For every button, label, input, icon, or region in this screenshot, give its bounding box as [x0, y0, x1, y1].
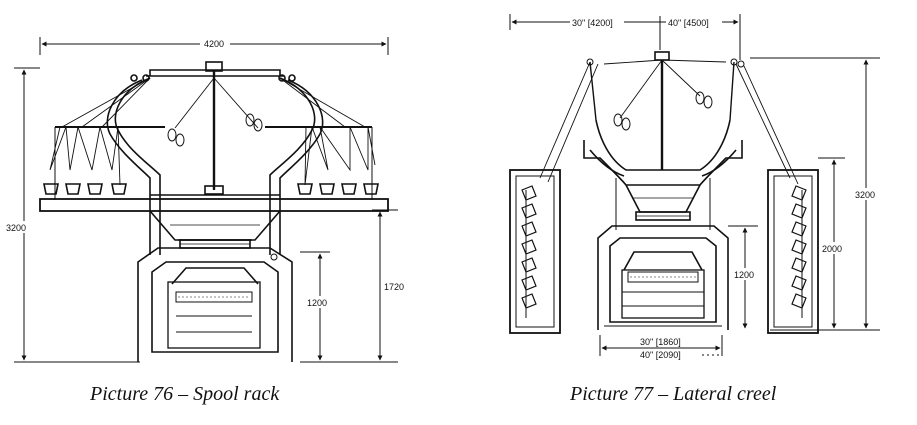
dim-3200-left-label: 3200 — [6, 223, 26, 233]
side-creel-right — [767, 169, 819, 334]
spool-rack-figure: 4200 3200 1720 1200 — [6, 37, 408, 363]
lateral-creel-figure: 30" [4200] 40" [4500] 3200 2000 1200 — [509, 14, 880, 360]
dim-1200-right-label: 1200 — [734, 270, 754, 280]
creel-platform — [39, 185, 389, 212]
dim-1200-left: 1200 — [300, 251, 332, 361]
dim-30in-1860-label: 30" [1860] — [640, 337, 681, 347]
guide-posts — [539, 58, 799, 185]
spools-right — [297, 183, 379, 195]
caption-lateral-creel: Picture 77 – Lateral creel — [570, 383, 777, 405]
dim-3200-right: 3200 — [750, 57, 880, 331]
dim-4200-label: 4200 — [204, 39, 224, 49]
dim-3200-left: 3200 — [6, 67, 140, 363]
side-creel-left — [509, 169, 561, 334]
dim-top-right: 30" [4200] 40" [4500] — [509, 14, 741, 60]
dim-1720-label: 1720 — [384, 282, 404, 292]
dim-1200-right: 1200 — [728, 225, 758, 329]
center-mast — [603, 51, 727, 170]
dim-40in-2090-label: 40" [2090] — [640, 350, 681, 360]
center-spools — [167, 113, 263, 147]
dim-1200-left-label: 1200 — [307, 298, 327, 308]
dim-2000-label: 2000 — [822, 244, 842, 254]
dim-2000: 2000 — [818, 157, 846, 329]
dim-3200-right-label: 3200 — [855, 190, 875, 200]
dim-40in-4500-label: 40" [4500] — [668, 18, 709, 28]
dim-30in-4200-label: 30" [4200] — [572, 18, 613, 28]
spools-left — [43, 183, 127, 195]
bowl-frame — [583, 119, 743, 186]
dim-4200: 4200 — [39, 37, 389, 55]
dim-bottom-right: 30" [1860] 40" [2090] — [599, 335, 723, 360]
caption-spool-rack: Picture 76 – Spool rack — [90, 383, 280, 405]
machine-body — [137, 247, 293, 362]
creel-arms — [106, 77, 324, 255]
yarn-lines — [49, 77, 376, 186]
machine-body-right — [597, 225, 729, 330]
spool-bars — [54, 126, 373, 200]
knitting-head — [149, 210, 281, 249]
dim-1720: 1720 — [300, 209, 408, 363]
knitting-head-right — [615, 178, 711, 230]
